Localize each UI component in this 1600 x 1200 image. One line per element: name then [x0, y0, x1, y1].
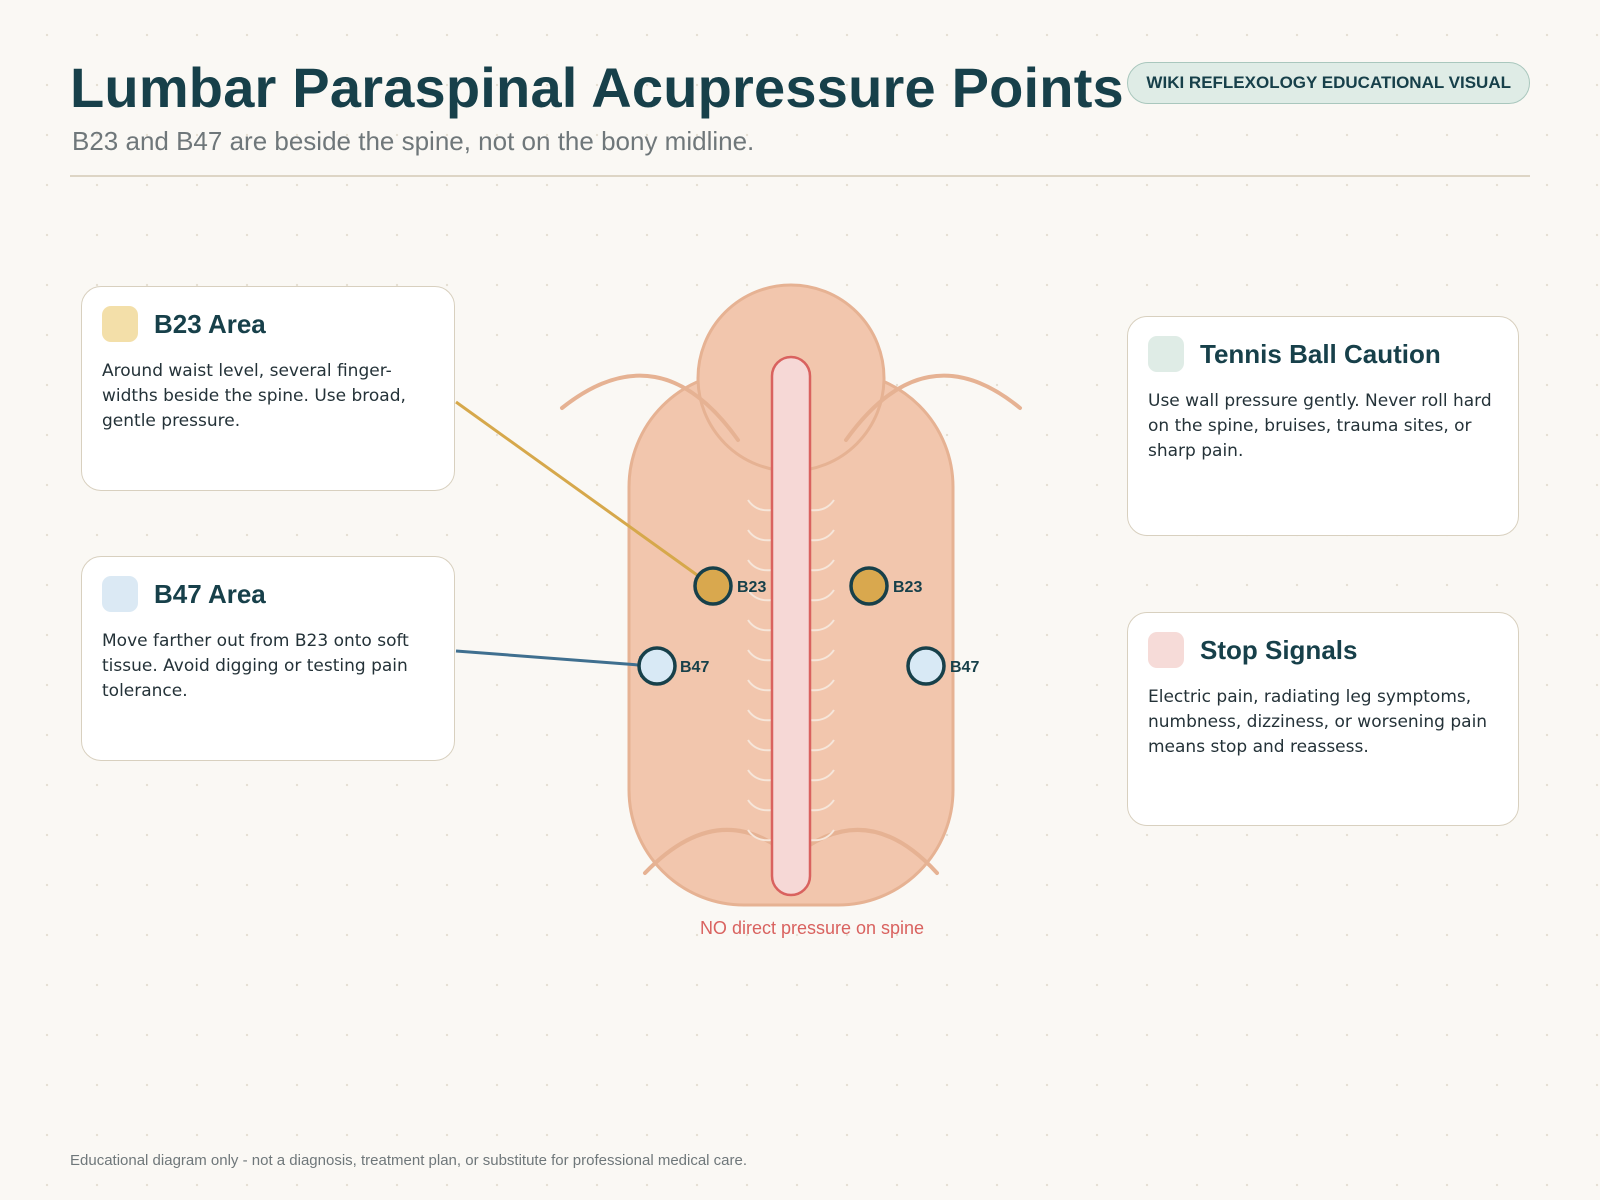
tennis-color-swatch [1148, 336, 1184, 372]
vertebra-mark [809, 679, 835, 692]
left-shoulder-arc [560, 373, 740, 442]
b47-leader-line [455, 649, 653, 668]
b23-point-right [849, 566, 889, 606]
vertebra-mark [747, 649, 773, 662]
stop-card-body: Electric pain, radiating leg symptoms, n… [1148, 687, 1488, 757]
vertebra-mark [809, 589, 835, 602]
vertebra-mark [747, 589, 773, 602]
tennis-card-body: Use wall pressure gently. Never roll har… [1148, 391, 1492, 461]
b23-leader-line [455, 400, 705, 582]
vertebra-mark [809, 709, 835, 722]
spine-column [770, 355, 812, 897]
vertebra-mark [747, 559, 773, 572]
tennis-ball-caution-card: Tennis Ball Caution Use wall pressure ge… [1127, 316, 1519, 536]
b23-color-swatch [102, 306, 138, 342]
vertebra-mark [809, 529, 835, 542]
b47-label-right: B47 [950, 659, 979, 676]
vertebra-mark [747, 709, 773, 722]
vertebra-mark [809, 619, 835, 632]
vertebra-mark [747, 619, 773, 632]
vertebra-mark [809, 739, 835, 752]
header: Lumbar Paraspinal Acupressure Points B23… [70, 56, 1530, 156]
vertebra-mark [747, 529, 773, 542]
vertebra-mark [809, 829, 835, 842]
vertebra-mark [747, 769, 773, 782]
b47-card-title: B47 Area [154, 578, 266, 609]
b23-label-right: B23 [893, 579, 922, 596]
vertebra-mark [809, 559, 835, 572]
b47-point-right [906, 646, 946, 686]
tennis-card-title: Tennis Ball Caution [1200, 338, 1441, 369]
stop-signals-card: Stop Signals Electric pain, radiating le… [1127, 612, 1519, 826]
vertebra-marks [747, 499, 835, 842]
vertebra-mark [809, 649, 835, 662]
source-badge: WIKI REFLEXOLOGY EDUCATIONAL VISUAL [1127, 62, 1530, 104]
vertebra-mark [809, 499, 835, 512]
b23-label-left: B23 [737, 579, 766, 596]
vertebra-mark [809, 769, 835, 782]
header-divider [70, 175, 1530, 177]
stop-color-swatch [1148, 632, 1184, 668]
vertebra-mark [809, 799, 835, 812]
vertebra-mark [747, 739, 773, 752]
b23-point-left [693, 566, 733, 606]
page-title: Lumbar Paraspinal Acupressure Points [70, 56, 1124, 119]
stop-card-title: Stop Signals [1200, 634, 1358, 665]
b47-area-card: B47 Area Move farther out from B23 onto … [81, 556, 455, 761]
vertebra-mark [747, 499, 773, 512]
right-shoulder-arc [844, 373, 1022, 442]
footer-disclaimer: Educational diagram only - not a diagnos… [70, 1152, 748, 1169]
vertebra-mark [747, 799, 773, 812]
b47-point-left [637, 646, 677, 686]
b23-card-title: B23 Area [154, 308, 266, 339]
page-subtitle: B23 and B47 are beside the spine, not on… [72, 126, 755, 156]
vertebra-mark [747, 829, 773, 842]
b47-card-body: Move farther out from B23 onto soft tiss… [102, 631, 409, 701]
b47-label-left: B47 [680, 659, 709, 676]
vertebra-mark [747, 679, 773, 692]
spine-warning: NO direct pressure on spine [700, 918, 924, 938]
b23-card-body: Around waist level, several finger-width… [102, 361, 406, 431]
b23-area-card: B23 Area Around waist level, several fin… [81, 286, 455, 491]
b47-color-swatch [102, 576, 138, 612]
